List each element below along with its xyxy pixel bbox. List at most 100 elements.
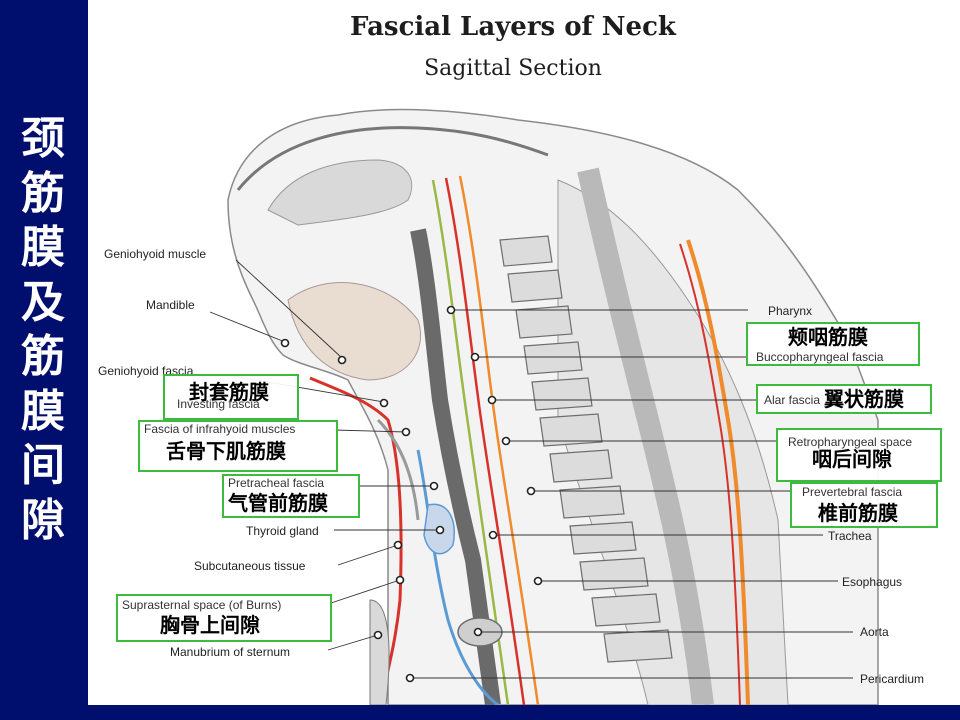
pharynx-lumen [410, 228, 501, 705]
slide-title-char: 膜 [21, 222, 65, 273]
label-esophagus: Esophagus [842, 575, 903, 589]
posterior-red-line [679, 243, 741, 705]
investing-fascia-line [309, 376, 403, 705]
label-dot [401, 427, 411, 437]
annotation-zh: 颊咽筋膜 [788, 325, 868, 349]
annotation-alar: Alar fascia 翼状筋膜 [756, 384, 932, 414]
annotation-zh: 咽后间隙 [812, 447, 892, 471]
label-pharynx: Pharynx [768, 304, 813, 318]
vertebra [603, 629, 673, 663]
label-dot [446, 305, 456, 315]
label-dot [393, 540, 403, 550]
vertebra [549, 449, 613, 483]
annotation-zh: 翼状筋膜 [824, 387, 904, 411]
leader-lines [209, 259, 853, 679]
label-dot [379, 398, 389, 408]
slide-title-char: 颈 [21, 113, 65, 164]
label-dot [473, 627, 483, 637]
annotation-infrahyoid: Fascia of infrahyoid muscles 舌骨下肌筋膜 [138, 420, 338, 472]
vertebra [559, 485, 625, 519]
slide-title-char: 筋 [21, 167, 65, 219]
annotation-en: Buccopharyngeal fascia [756, 350, 884, 364]
annotation-prevertebral: Prevertebral fascia 椎前筋膜 [790, 482, 938, 528]
label-dot [280, 338, 290, 348]
tongue [287, 282, 422, 381]
label-geniohyoid-muscle: Geniohyoid muscle [104, 247, 207, 261]
slide-title-char: 筋 [21, 331, 65, 382]
annotation-en: Retropharyngeal space [788, 435, 913, 449]
leader-line [337, 544, 399, 566]
vertebra [579, 557, 649, 591]
annotation-zh: 舌骨下肌筋膜 [166, 439, 286, 463]
slide-title-char: 及 [21, 276, 65, 328]
slide-title-char: 间 [21, 440, 65, 491]
label-thyroid-gland: Thyroid gland [246, 524, 319, 538]
label-dot [533, 576, 543, 586]
label-dot [395, 575, 405, 585]
vertebra [531, 377, 593, 411]
annotation-buccopharyngeal: Buccopharyngeal fascia 颊咽筋膜 [746, 322, 920, 366]
figure-title: Fascial Layers of Neck [350, 12, 676, 42]
label-dot [405, 673, 415, 683]
annotation-zh: 气管前筋膜 [228, 491, 328, 515]
label-pericardium: Pericardium [860, 672, 925, 686]
vertebral-column [499, 235, 673, 663]
infrahyoid-fascia-line [376, 418, 420, 521]
label-dot [488, 530, 498, 540]
figure-subtitle: Sagittal Section [424, 56, 602, 81]
leader-line [235, 259, 343, 359]
slide-title-char: 膜 [21, 385, 65, 437]
leader-line [327, 634, 379, 651]
figure-panel: Fascial Layers of Neck Sagittal Section [88, 0, 960, 705]
annotation-retropharyngeal: Retropharyngeal space 咽后间隙 [776, 428, 942, 482]
leader-line [327, 579, 401, 605]
annotation-zh: 胸骨上间隙 [160, 613, 260, 637]
pretracheal-fascia-line [416, 449, 499, 705]
label-trachea: Trachea [828, 529, 872, 543]
cranial-base [236, 126, 549, 191]
vertebra [569, 521, 637, 555]
leader-line [209, 311, 286, 343]
annotation-suprasternal: Suprasternal space (of Burns) 胸骨上间隙 [116, 594, 332, 642]
label-mandible: Mandible [146, 298, 195, 312]
prevertebral-fascia-line [458, 175, 540, 705]
posterior-orange-line [686, 239, 750, 705]
label-dot [526, 486, 536, 496]
annotation-en: Investing fascia [177, 397, 260, 411]
label-manubrium: Manubrium of sternum [170, 645, 291, 659]
alar-fascia-line [444, 177, 526, 705]
annotation-zh: 封套筋膜 [189, 380, 269, 404]
label-dot [337, 355, 347, 365]
label-dot [435, 525, 445, 535]
annotation-en: Fascia of infrahyoid muscles [144, 422, 296, 436]
vertebra [591, 593, 661, 627]
neck-sagittal-illustration [209, 108, 879, 705]
vertebra [539, 413, 603, 447]
label-dot [470, 352, 480, 362]
annotation-en: Alar fascia [764, 393, 821, 407]
annotation-en: Pretracheal fascia [228, 476, 325, 490]
annotation-en: Prevertebral fascia [802, 485, 903, 499]
label-dot [501, 436, 511, 446]
annotation-investing: Investing fascia 封套筋膜 [163, 374, 299, 420]
annotation-zh: 椎前筋膜 [818, 501, 898, 525]
annotation-pretracheal: Pretracheal fascia 气管前筋膜 [222, 474, 360, 518]
leader-line [333, 429, 407, 433]
slide-title-char: 隙 [21, 494, 65, 546]
vertebra [523, 341, 583, 375]
vertebra [515, 305, 573, 339]
vertebra [507, 269, 563, 303]
label-aorta: Aorta [860, 625, 889, 639]
label-subcutaneous-tissue: Subcutaneous tissue [194, 559, 306, 573]
spinal-cord [577, 167, 714, 705]
annotation-en: Suprasternal space (of Burns) [122, 598, 282, 612]
label-dot [373, 630, 383, 640]
vertebra [499, 235, 553, 267]
slide-title-vertical: 颈 筋 膜 及 筋 膜 间 隙 [0, 112, 86, 548]
label-dot [429, 481, 439, 491]
buccopharyngeal-fascia-line [431, 179, 510, 705]
label-dots [280, 305, 543, 683]
sinus-shading [267, 159, 413, 226]
sternum-shape [369, 599, 390, 705]
label-dot [487, 395, 497, 405]
